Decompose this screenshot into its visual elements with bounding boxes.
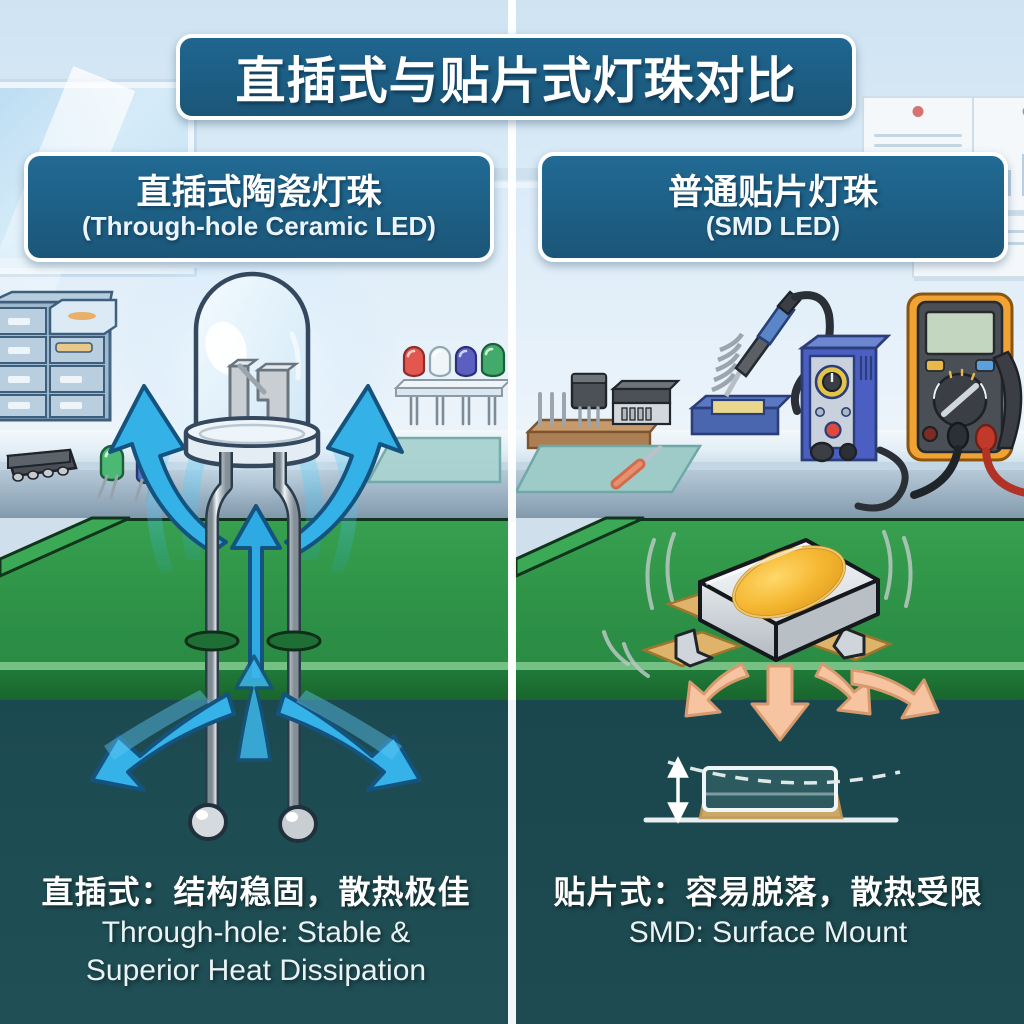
main-title-badge: 直插式与贴片式灯珠对比 xyxy=(176,34,856,120)
right-caption-en-line1: SMD: Surface Mount xyxy=(628,916,908,949)
under-board-area-right xyxy=(512,700,1024,1024)
panel-divider xyxy=(508,0,516,1024)
right-panel-header-badge: 普通贴片灯珠 (SMD LED) xyxy=(538,152,1008,262)
poster-line xyxy=(873,134,963,137)
left-badge-title-en: (Through-hole Ceramic LED) xyxy=(82,211,436,242)
left-caption-en-line2: Superior Heat Dissipation xyxy=(85,953,427,987)
pcb-board-right xyxy=(516,518,1024,673)
poster-line xyxy=(873,144,963,147)
right-badge-title-en: (SMD LED) xyxy=(705,211,841,242)
pcb-edge-left xyxy=(0,670,508,703)
poster-bar xyxy=(1021,154,1024,196)
left-panel-caption: 直插式：结构稳固，散热极佳 Through-hole: Stable & Sup… xyxy=(6,872,506,987)
right-panel-caption: 贴片式：容易脱落，散热受限 SMD: Surface Mount xyxy=(518,872,1018,950)
main-title-text: 直插式与贴片式灯珠对比 xyxy=(235,53,797,109)
left-caption-zh: 直插式：结构稳固，散热极佳 xyxy=(41,874,471,910)
poster-pin xyxy=(912,106,924,117)
window-sill xyxy=(0,258,200,268)
right-caption-zh: 贴片式：容易脱落，散热受限 xyxy=(553,874,983,910)
pcb-edge-right xyxy=(516,670,1024,703)
left-badge-title-zh: 直插式陶瓷灯珠 xyxy=(136,173,382,213)
right-badge-title-zh: 普通贴片灯珠 xyxy=(667,173,878,213)
left-panel-header-badge: 直插式陶瓷灯珠 (Through-hole Ceramic LED) xyxy=(24,152,494,262)
poster-pin xyxy=(1022,106,1024,117)
pcb-board-left xyxy=(0,518,508,673)
left-caption-en-line1: Through-hole: Stable & xyxy=(101,916,411,949)
